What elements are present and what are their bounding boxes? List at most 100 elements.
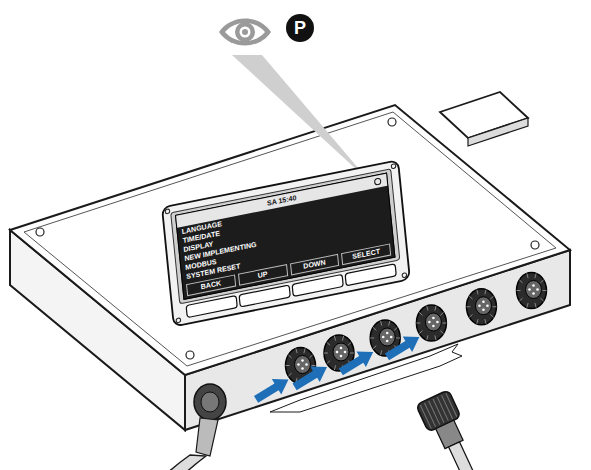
knurl-line: [492, 306, 496, 307]
connector-pin: [305, 363, 308, 366]
connector-pin: [532, 284, 535, 287]
connector-pin: [482, 308, 485, 311]
knurl-line: [440, 331, 443, 334]
knurl-line: [327, 361, 330, 364]
eye-iris: [235, 22, 255, 42]
insert-arrow: [382, 329, 424, 364]
gland-body: [196, 418, 218, 456]
lid-edge: [24, 112, 556, 366]
hinge-flap: [440, 92, 528, 138]
knurl-line: [309, 355, 312, 358]
connector-socket: [526, 281, 542, 299]
knurl-line: [446, 393, 457, 417]
m12-connector: [517, 273, 547, 309]
plug-cable: [449, 442, 485, 470]
eye-outline: [219, 19, 271, 46]
knurl-line: [469, 296, 472, 299]
cable-gland: [160, 384, 226, 470]
screen-recess: [171, 169, 400, 304]
connector-pin: [301, 359, 304, 362]
knurl-line: [535, 303, 536, 308]
knurl-line: [535, 273, 536, 278]
knurl-line: [485, 290, 486, 295]
hinge-flap-edge: [468, 118, 528, 146]
connector-pin: [390, 336, 393, 339]
knurl-line: [416, 323, 420, 324]
eye-symbol: [219, 19, 271, 46]
arrow-shape: [382, 329, 424, 364]
knurl-line: [429, 401, 440, 425]
knurl-line: [381, 350, 382, 355]
knurl-line: [527, 303, 528, 308]
bezel-screw: [402, 273, 407, 278]
status-icon: [374, 178, 381, 185]
connector-pin: [340, 355, 343, 358]
knurl-line: [477, 290, 478, 295]
p-symbol: P: [286, 14, 314, 42]
cable-plug: [416, 390, 496, 470]
connector-pin: [478, 304, 481, 307]
connector-nut: [517, 273, 547, 309]
knurl-line: [373, 327, 376, 330]
knurl-line: [370, 338, 374, 339]
knurl-line: [435, 306, 436, 311]
knurl-line: [527, 273, 528, 278]
m12-connector: [466, 289, 496, 325]
knurl-line: [334, 365, 335, 370]
knurl-line: [350, 353, 354, 354]
lid-screw: [36, 228, 44, 236]
knurl-line: [466, 306, 470, 307]
push-button: [186, 296, 237, 318]
bezel-frame: [162, 160, 410, 326]
callout-wedge: [232, 55, 370, 182]
knurl-line: [440, 312, 443, 315]
knurl-line: [437, 397, 448, 421]
connector-socket: [295, 356, 311, 374]
knurl-line: [296, 348, 297, 353]
connector-socket: [379, 328, 395, 346]
knurl-line: [543, 290, 547, 291]
knurl-line: [419, 312, 422, 315]
connector-pin: [428, 321, 431, 324]
knurl-line: [334, 336, 335, 341]
lid-screw: [186, 351, 194, 359]
knurl-line: [389, 321, 390, 326]
connector-nut: [466, 289, 496, 325]
push-button: [292, 274, 343, 296]
knurl-line: [519, 298, 522, 301]
knurl-line: [288, 373, 291, 376]
knurl-line: [540, 298, 543, 301]
knurl-line: [427, 335, 428, 340]
knurl-line: [427, 306, 428, 311]
bezel-screw: [176, 318, 181, 323]
arrow-shape: [336, 344, 378, 379]
knurl-line: [490, 314, 493, 317]
connector-pin: [432, 325, 435, 328]
insert-arrow: [336, 344, 378, 379]
knurl-line: [342, 336, 343, 341]
connector-pin: [297, 363, 300, 366]
connector-pin: [536, 288, 539, 291]
eye-pupil-ring: [240, 27, 251, 38]
knurl-line: [420, 405, 431, 429]
push-button: [239, 285, 290, 307]
knurl-line: [485, 319, 486, 324]
connector-pin: [382, 336, 385, 339]
connector-nut: [416, 305, 446, 341]
knurl-line: [324, 353, 328, 354]
insert-arrow: [251, 372, 293, 407]
insert-arrow: [290, 359, 332, 394]
knurl-line: [304, 348, 305, 353]
bezel-screw: [165, 209, 170, 214]
knurl-line: [381, 321, 382, 326]
lid-screw: [531, 241, 539, 249]
knurl-line: [442, 395, 453, 419]
knurl-line: [394, 327, 397, 330]
bezel-screw: [391, 164, 396, 169]
connector-pin: [486, 304, 489, 307]
bezel-group: [162, 160, 410, 326]
connector-socket: [333, 343, 349, 361]
knurl-line: [396, 338, 400, 339]
connector-socket: [475, 297, 491, 315]
